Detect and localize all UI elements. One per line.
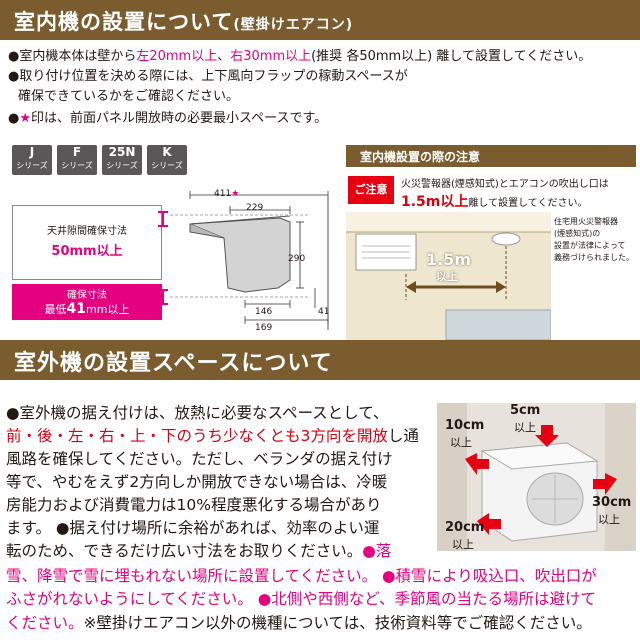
law-note-line2: (煙感知式)の [554,229,601,238]
dim-bottom2: 169 [255,323,273,333]
clearance-top-sub: 以上 [514,421,536,434]
ceiling-clearance-label: 天井隙間確保寸法 [47,226,127,237]
clearance-right-value: 30cm [592,495,632,510]
law-note-line1: 住宅用火災警報器 [554,217,618,226]
body-line: 房能力および消費電力は10%程度悪化する場合があり [6,494,381,517]
body-line: ください。※壁掛けエアコン以外の機種については、技術資料等でご確認ください。 [6,612,592,635]
dim-height: 290 [288,254,306,264]
clearance-right-sub: 以上 [598,513,620,526]
clearance-bottom-value: 20cm [445,520,485,535]
body-line: 風路を確保してください。ただし、ベランダの据え付け [6,448,393,471]
distance-label: 1.5m [426,250,472,269]
series-tab-label: シリーズ [16,161,48,170]
section1-title-main: 室内機の設置について [14,10,234,34]
series-tab-letter: K [162,145,172,159]
series-tab-f: F シリーズ [57,145,97,175]
min-number: 41 [66,301,87,317]
dim-width: 411★ [214,189,239,199]
dim-star: ★ [231,189,240,199]
body-segment: 転のため、できるだけ広い寸法をお取りください。 [6,542,363,560]
series-tab-label: シリーズ [106,161,138,170]
section1-header-bar [0,0,640,40]
series-tab-25n: 25N シリーズ [102,145,142,175]
section1-title-sub: (壁掛けエアコン) [233,17,354,33]
body-line: ます。 ●据え付け場所に余裕があれば、効率のよい運 [6,517,379,540]
series-tab-label: シリーズ [151,161,183,170]
room-illustration [346,212,551,340]
dim-top: 229 [246,203,264,213]
series-tab-letter: J [29,145,35,159]
body-segment: ます。 ●据え付け場所に余裕があれば、効率のよい運 [6,519,380,537]
series-tab-letter: F [72,145,82,159]
min-clearance-value: 最低41mm以上 [12,301,162,317]
body-line: ふさがれないようにしてください。 ●北側や西側など、季節風の当たる場所は避けて [6,588,596,611]
section1-title: 室内機の設置について(壁掛けエアコン) [14,6,353,36]
caution-text-line1: 火災警報器(煙感知式)とエアコンの吹出し口は [401,179,609,190]
bullet3-dot: ● [8,111,20,126]
ceiling-clearance-box [12,205,162,280]
caution-badge: ご注意 [348,176,394,204]
body-line: ●室外機の据え付けは、放熱に必要なスペースとして、 [6,402,388,425]
left-clearance: 左20mm以上 [136,49,218,64]
caution-title: 室内機設置の際の注意 [360,150,481,164]
indoor-unit-diagram [158,191,329,330]
bullet1-sep: 、 [217,49,231,64]
min-prefix: 最低 [44,303,67,316]
distance-sub: 以上 [436,270,458,283]
series-tab-label: シリーズ [61,161,93,170]
law-note-line3: 設置が法律によって [554,241,626,250]
bullet-flap-space-cont: 確保できているかをご確認ください。 [18,89,240,104]
right-clearance: 右30mm以上 [230,49,312,64]
dim-bottom1: 146 [255,307,273,317]
bullet-star-note: ●★印は、前面パネル開放時の必要最小スペースです。 [8,110,327,128]
bullet3-rest: 印は、前面パネル開放時の必要最小スペースです。 [31,111,328,126]
section2-header-bar [0,340,640,380]
dim-width-value: 411 [214,189,232,199]
star-mark: ★ [19,111,31,126]
body-segment: 等で、やむをえず2方向しか開放できない場合は、冷暖 [6,473,388,491]
series-tab-j: J シリーズ [12,145,52,175]
bullet1-prefix: ●室内機本体は壁から [8,49,137,64]
caution-text-line2: 1.5m以上離して設置してください。 [401,191,588,211]
dim-gap: 41 [318,307,330,317]
body-segment: ●室外機の据え付けは、放熱に必要なスペースとして、 [6,404,389,422]
body-segment: 風路を確保してください。ただし、ベランダの据え付け [6,450,393,468]
body-segment: ※壁掛けエアコン以外の機種については、技術資料等でご確認ください。 [83,614,592,632]
body-segment: 雪、降雪で雪に埋もれない場所に設置してください。 ●積雪により吸込口、吹出口が [6,567,597,585]
body-segment: ください。 [6,614,84,632]
body-segment: 前・後・左・右・上・下のうち少なくとも3方向を開放 [6,427,388,445]
series-tab-k: K シリーズ [147,145,187,175]
body-line: 等で、やむをえず2方向しか開放できない場合は、冷暖 [6,471,387,494]
caution-header-bar [346,145,636,167]
min-clearance-label: 確保寸法 [67,290,107,301]
clearance-bottom-sub: 以上 [452,538,474,551]
bullet-wall-clearance: ●室内機本体は壁から左20mm以上、右30mm以上(推奨 各50mm以上) 離し… [8,48,591,66]
body-line: 転のため、できるだけ広い寸法をお取りください。●落 [6,540,391,563]
clearance-top-value: 5cm [510,403,541,418]
law-note-line4: 義務づけられました。 [554,253,634,262]
body-segment: ●落 [362,542,392,560]
caution-distance-value: 1.5m以上 [401,194,469,210]
body-segment: 房能力および消費電力は10%程度悪化する場合があり [6,496,382,514]
body-line: 前・後・左・右・上・下のうち少なくとも3方向を開放し通 [6,425,419,448]
clearance-left-value: 10cm [445,418,485,433]
clearance-left-sub: 以上 [450,436,472,449]
clearance-markers [158,211,168,305]
section2-title: 室外機の設置スペースについて [14,351,333,376]
body-line: 雪、降雪で雪に埋もれない場所に設置してください。 ●積雪により吸込口、吹出口が [6,565,597,588]
min-clearance-box [12,284,162,320]
body-segment: し通 [387,427,419,445]
series-tab-letter: 25N [108,145,136,159]
caution-text2-rest: 離して設置してください。 [468,198,588,209]
bullet1-rest: (推奨 各50mm以上) 離して設置してください。 [311,49,592,64]
outdoor-unit-photo [437,403,636,551]
min-suffix: mm以上 [86,303,130,316]
body-segment: ふさがれないようにしてください。 ●北側や西側など、季節風の当たる場所は避けて [6,590,596,608]
ceiling-clearance-value: 50mm以上 [51,244,123,259]
bullet-flap-space: ●取り付け位置を決める際には、上下風向フラップの稼動スペースが [8,69,408,84]
